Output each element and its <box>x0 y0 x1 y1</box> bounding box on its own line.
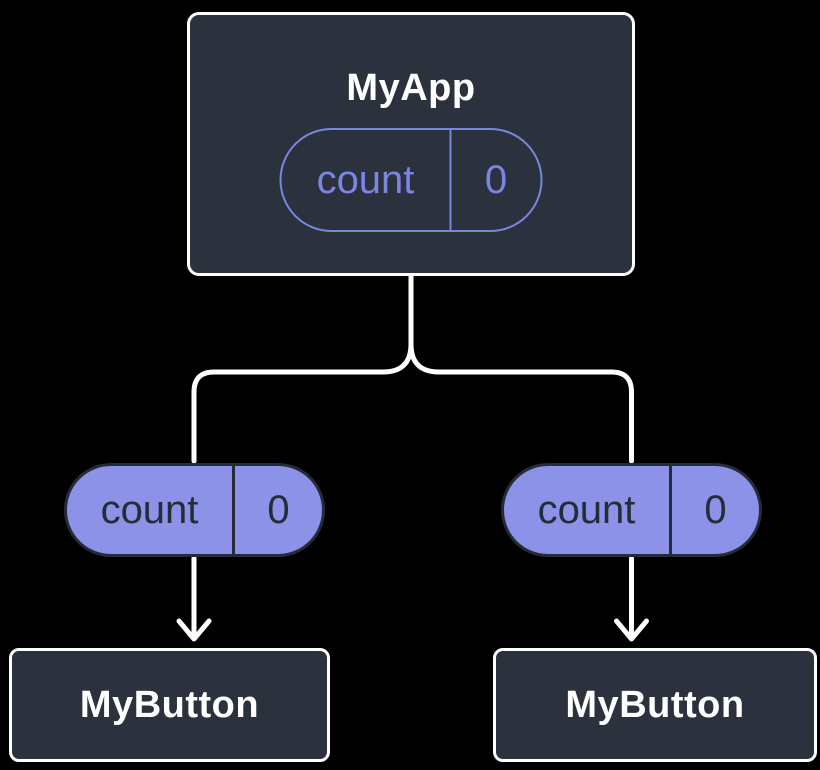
state-pill-root-label: count <box>282 130 452 230</box>
prop-pill-right-value: 0 <box>704 487 727 532</box>
node-mybutton-left: MyButton <box>9 648 330 762</box>
node-mybutton-right-title: MyButton <box>565 683 745 726</box>
prop-pill-left: count 0 <box>64 463 325 557</box>
prop-pill-left-label: count <box>67 466 235 554</box>
node-mybutton-right: MyButton <box>493 648 817 762</box>
arrow-right-head-icon <box>614 618 649 642</box>
state-pill-root-value: 0 <box>484 157 508 202</box>
node-myapp-title: MyApp <box>346 67 476 109</box>
state-pill-root: count 0 <box>279 128 543 232</box>
node-mybutton-left-title: MyButton <box>79 683 260 726</box>
prop-pill-right: count 0 <box>501 463 762 557</box>
connector-root-to-left-pill <box>191 274 414 464</box>
connector-root-to-right-pill <box>408 274 634 464</box>
node-myapp: MyApp count 0 <box>187 12 635 276</box>
prop-pill-left-value: 0 <box>267 487 290 532</box>
arrow-left-head-icon <box>176 618 212 642</box>
prop-pill-right-label: count <box>504 466 672 554</box>
